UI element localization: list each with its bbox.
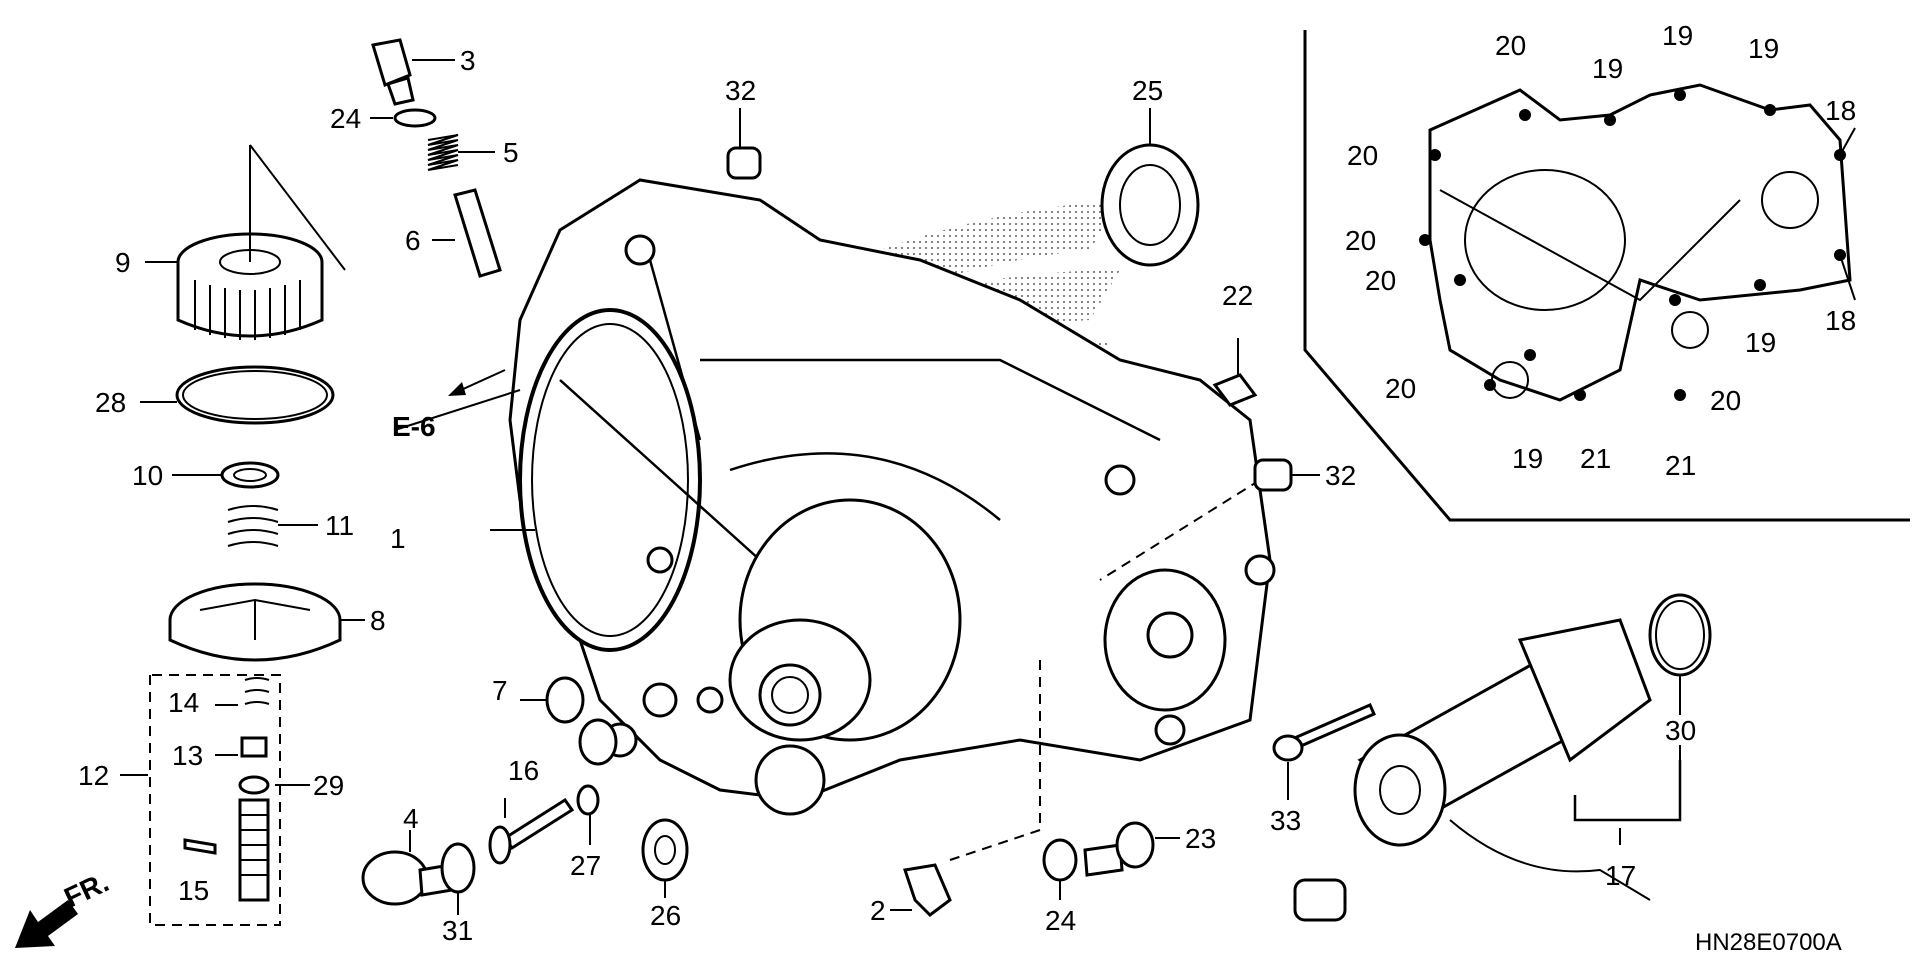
callout-20f: 20 [1710, 385, 1741, 416]
callout-21a: 21 [1580, 443, 1611, 474]
callout-28: 28 [95, 387, 126, 418]
callout-16: 16 [508, 755, 539, 786]
callout-5: 5 [503, 137, 519, 168]
reference-label: E-6 [392, 411, 436, 442]
leader-lines [120, 59, 1856, 915]
callout-24a: 24 [330, 103, 361, 134]
callout-12: 12 [78, 760, 109, 791]
diagram-code: HN28E0700A [1695, 929, 1842, 956]
e6-reference: E-6 [392, 369, 506, 442]
callout-17: 17 [1605, 860, 1636, 891]
callout-24b: 24 [1045, 905, 1076, 936]
callout-8: 8 [370, 605, 386, 636]
right-crankcase-cover [508, 178, 1276, 861]
callout-7: 7 [492, 675, 508, 706]
callout-2: 2 [870, 895, 886, 926]
callout-29: 29 [313, 770, 344, 801]
callout-20d: 20 [1365, 265, 1396, 296]
callout-6: 6 [405, 225, 421, 256]
callout-labels: 1 2 3 4 5 6 7 8 9 10 11 12 13 14 15 16 1… [78, 20, 1856, 946]
callout-15: 15 [178, 875, 209, 906]
callout-31: 31 [442, 915, 473, 946]
callout-19e: 19 [1512, 443, 1543, 474]
callout-3: 3 [460, 45, 476, 76]
callout-14: 14 [168, 687, 199, 718]
small-parts [361, 143, 1712, 917]
callout-20c: 20 [1345, 225, 1376, 256]
gasket-inset [1303, 30, 1910, 522]
callout-20a: 20 [1495, 30, 1526, 61]
callout-18a: 18 [1825, 95, 1856, 126]
callout-27: 27 [570, 850, 601, 881]
callout-22: 22 [1222, 280, 1253, 311]
callout-18b: 18 [1825, 305, 1856, 336]
callout-32b: 32 [1325, 460, 1356, 491]
callout-33: 33 [1270, 805, 1301, 836]
oil-filter-group [149, 38, 502, 926]
callout-19a: 19 [1592, 53, 1623, 84]
callout-19d: 19 [1745, 327, 1776, 358]
callout-19b: 19 [1662, 20, 1693, 51]
callout-23: 23 [1185, 823, 1216, 854]
callout-9: 9 [115, 247, 131, 278]
callout-32a: 32 [725, 75, 756, 106]
callout-4: 4 [403, 803, 419, 834]
callout-25: 25 [1132, 75, 1163, 106]
callout-20b: 20 [1347, 140, 1378, 171]
callout-21b: 21 [1665, 450, 1696, 481]
callout-19c: 19 [1748, 33, 1779, 64]
callout-13: 13 [172, 740, 203, 771]
starter-motor [1272, 618, 1682, 922]
callout-26: 26 [650, 900, 681, 931]
front-direction-arrow-icon [15, 900, 78, 948]
callout-20e: 20 [1385, 373, 1416, 404]
callout-10: 10 [132, 460, 163, 491]
callout-1: 1 [390, 523, 406, 554]
callout-11: 11 [325, 510, 354, 541]
callout-30: 30 [1665, 715, 1696, 746]
